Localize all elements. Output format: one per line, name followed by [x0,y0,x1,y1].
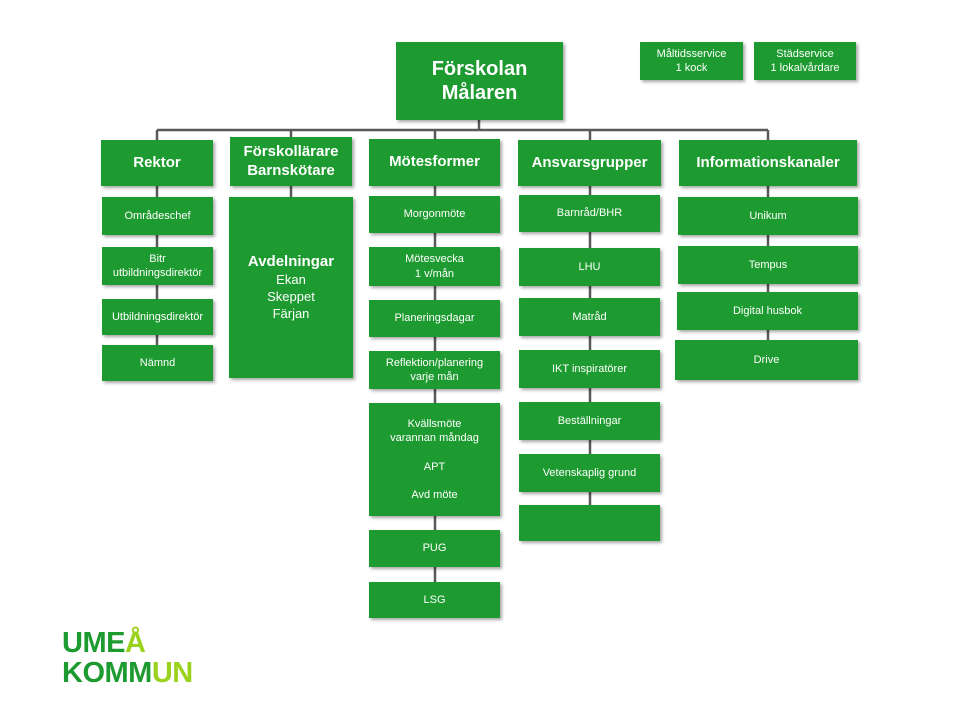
header-forskollarare-barnskotare: Förskollärare Barnskötare [230,137,352,186]
avdelning-skeppet: Skeppet [267,288,315,304]
box-label: PUG [422,542,447,555]
stadservice-box: Städservice 1 lokalvårdare [754,42,856,80]
logo-text: UME [62,627,125,659]
box-label: Matråd [572,310,607,323]
logo-text: Å [124,627,146,659]
logo-text: KOMM [62,657,152,689]
box-label: LSG [423,593,446,606]
box-reflektion-planering: Reflektion/planering varje mån [369,351,500,389]
root-title-line2: Målaren [441,82,518,104]
box-label: IKT inspiratörer [552,362,627,375]
box-label: Tempus [748,258,788,271]
maltidsservice-label: Måltidsservice [656,47,727,60]
header-label: Ansvarsgrupper [531,153,648,171]
box-matrad: Matråd [519,298,660,336]
header-ansvarsgrupper: Ansvarsgrupper [518,140,661,186]
box-avdelningar: Avdelningar Ekan Skeppet Färjan [229,197,353,378]
header-label-line1: Förskollärare [243,142,339,160]
box-label: utbildningsdirektör [112,267,203,279]
box-label: varannan måndag [390,432,479,445]
logo-line2: KOMMUN [62,658,193,688]
box-lhu: LHU [519,248,660,286]
box-namnd: Nämnd [102,345,213,381]
root-box-forskolan-malaren: Förskolan Målaren [396,42,563,120]
box-pug: PUG [369,530,500,567]
stadservice-detail: 1 lokalvårdare [770,62,840,74]
box-label: Mötesvecka [405,253,464,266]
box-label: Morgonmöte [403,208,466,221]
box-label: Utbildningsdirektör [111,310,204,323]
avdelning-ekan: Ekan [276,271,306,287]
box-label: Avd möte [411,488,458,501]
header-label: Rektor [133,153,181,171]
box-label: Unikum [749,209,787,222]
box-label: Områdeschef [124,209,191,222]
header-label: Informationskanaler [696,153,840,171]
maltidsservice-detail: 1 kock [675,62,708,74]
avdelning-farjan: Färjan [272,305,310,321]
box-kvallsmote-apt-avd: Kvällsmöte varannan måndag APT Avd möte [369,403,500,516]
logo-text: UN [151,657,193,689]
box-label: Beställningar [557,414,622,427]
logo-line1: UMEÅ [62,628,193,658]
box-empty [519,505,660,541]
box-bestallningar: Beställningar [519,402,660,440]
box-tempus: Tempus [678,246,858,284]
header-informationskanaler: Informationskanaler [679,140,857,186]
header-label-line2: Barnskötare [247,161,335,179]
box-label: Barnråd/BHR [556,207,623,220]
box-label: Kvällsmöte [407,417,462,430]
maltidsservice-box: Måltidsservice 1 kock [640,42,743,80]
box-label: 1 v/mån [414,267,455,280]
box-unikum: Unikum [678,197,858,235]
box-motesvecka: Mötesvecka 1 v/mån [369,247,500,286]
root-title-line1: Förskolan [431,58,528,80]
box-label: Planeringsdagar [394,312,475,325]
box-omradeschef: Områdeschef [102,197,213,235]
box-bitr-utbildningsdirektor: Bitr utbildningsdirektör [102,247,213,285]
box-morgonmote: Morgonmöte [369,196,500,233]
header-rektor: Rektor [101,140,213,186]
box-label: APT [423,460,446,473]
box-drive: Drive [675,340,858,380]
box-planeringsdagar: Planeringsdagar [369,300,500,337]
box-lsg: LSG [369,582,500,618]
box-label: Bitr [149,252,166,265]
box-label: Nämnd [139,356,176,369]
box-label: Vetenskaplig grund [542,466,637,479]
box-ikt-inspiratorer: IKT inspiratörer [519,350,660,388]
box-label: Reflektion/planering [385,356,484,369]
header-motesformer: Mötesformer [369,139,500,186]
box-label: Drive [753,353,780,366]
avdelningar-title: Avdelningar [247,253,335,271]
box-vetenskaplig-grund: Vetenskaplig grund [519,454,660,492]
box-utbildningsdirektor: Utbildningsdirektör [102,299,213,335]
box-label: Digital husbok [732,304,803,317]
header-label: Mötesformer [389,153,480,171]
stadservice-label: Städservice [776,47,834,60]
box-barnrad-bhr: Barnråd/BHR [519,195,660,232]
box-label: LHU [578,260,601,273]
box-digital-husbok: Digital husbok [677,292,858,330]
box-label: varje mån [410,371,459,383]
umea-kommun-logo: UMEÅ KOMMUN [62,628,193,688]
